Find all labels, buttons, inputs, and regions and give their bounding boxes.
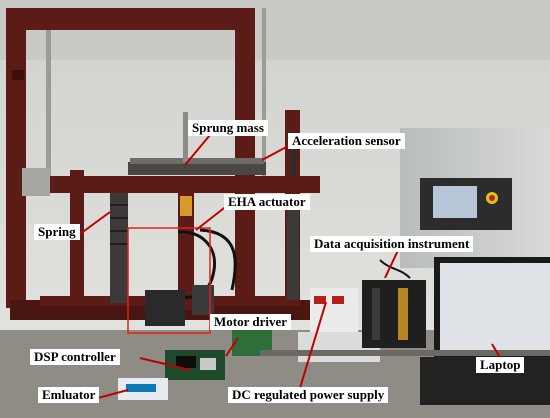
dc-power-supply <box>298 288 380 362</box>
dsp-board <box>165 350 225 380</box>
laptop-device <box>420 257 550 405</box>
spring-right <box>287 200 299 300</box>
label-spring: Spring <box>34 224 80 240</box>
highlight-box <box>127 227 211 334</box>
cabinet-screen <box>433 186 477 218</box>
label-emulator: Emluator <box>38 387 100 403</box>
eha-actuator <box>169 193 237 310</box>
servo-motor <box>145 290 185 326</box>
label-sprung-mass: Sprung mass <box>188 120 268 136</box>
label-data-acquisition: Data acquisition instrument <box>310 236 474 252</box>
guide-rod-left <box>46 30 51 180</box>
table-edge <box>260 350 550 356</box>
label-dc-supply: DC regulated power supply <box>228 387 389 403</box>
cross-beam <box>20 176 320 193</box>
label-eha-actuator: EHA actuator <box>224 194 310 210</box>
laptop-screen <box>440 263 550 351</box>
emulator-box <box>118 378 168 400</box>
label-motor-driver: Motor driver <box>210 314 292 330</box>
label-dsp-controller: DSP controller <box>30 349 120 365</box>
guide-rod-right <box>262 8 266 193</box>
sprung-mass-plate <box>128 162 266 175</box>
spring-left <box>110 193 128 303</box>
label-acceleration-sensor: Acceleration sensor <box>288 133 405 149</box>
label-laptop: Laptop <box>476 357 525 373</box>
daq-unit <box>362 259 426 348</box>
